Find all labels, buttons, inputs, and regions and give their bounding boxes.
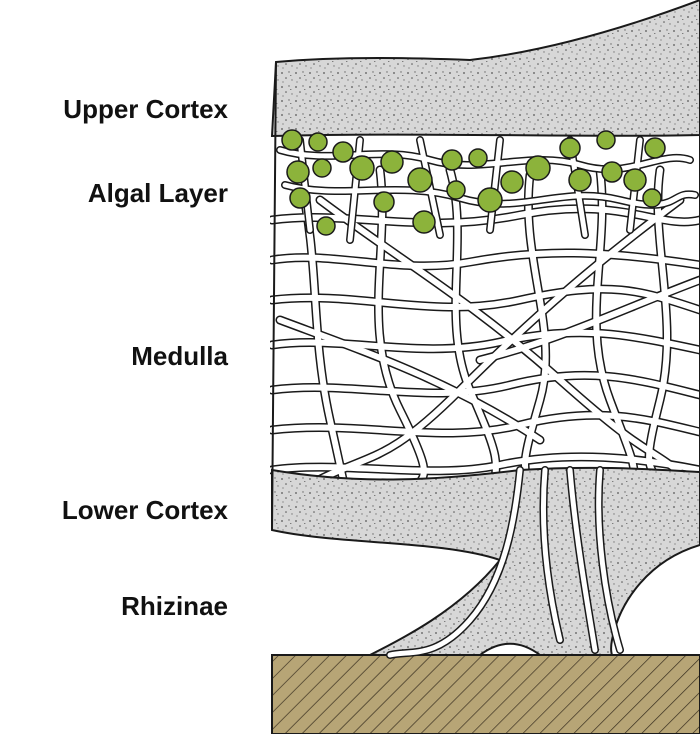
lower-cortex [272,468,700,655]
medulla-hyphae [272,170,700,500]
upper-cortex [272,0,700,136]
substrate [272,655,700,734]
